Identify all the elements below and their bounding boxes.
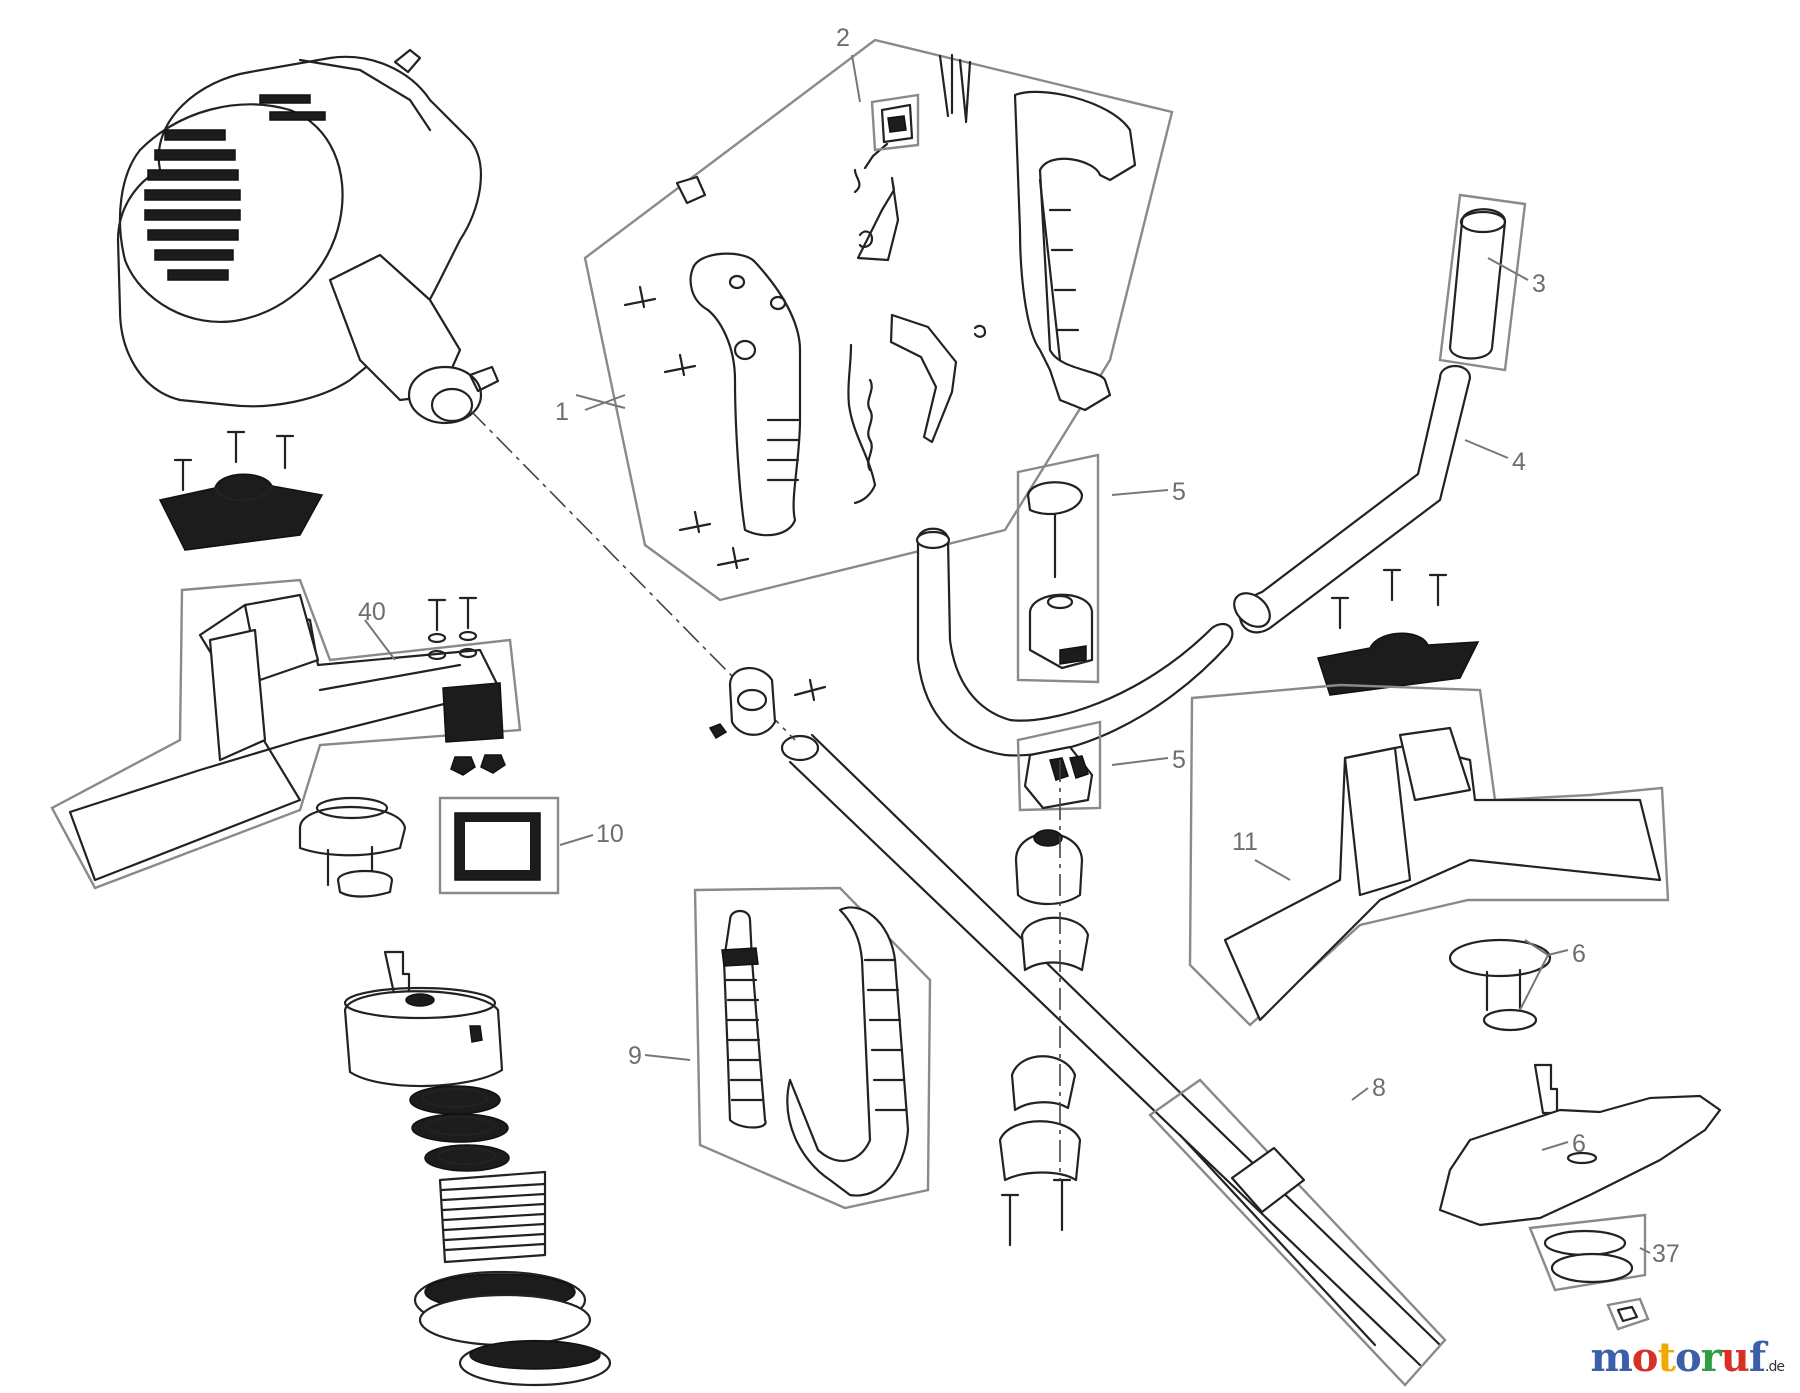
left-trimmer-head-parts: [298, 796, 612, 1387]
callout-40: 40: [358, 598, 386, 626]
callout-10: 10: [596, 820, 624, 848]
part-1-handle-kit: [583, 38, 1174, 602]
part-3-grip: [1438, 193, 1527, 372]
left-clamp-plate: [158, 473, 324, 551]
watermark-tld: .de: [1765, 1359, 1785, 1375]
part-5-lower-clamp: [1016, 720, 1102, 812]
part-2-switch: [870, 53, 972, 152]
part-10-blade-cover: [438, 796, 560, 895]
left-guard-screws: [427, 596, 506, 776]
watermark-letter: u: [1720, 1334, 1750, 1381]
handle-screws: [623, 285, 750, 570]
part-9-harness: [693, 886, 932, 1210]
callout-4: 4: [1512, 448, 1526, 476]
left-handlebar: [915, 527, 1234, 757]
callout-11: 11: [1232, 828, 1258, 856]
watermark-letter: r: [1700, 1334, 1722, 1381]
callout-1: 1: [555, 398, 569, 426]
shaft-clamp: [708, 667, 827, 740]
engine-mount-screws: [173, 430, 295, 492]
callout-3: 3: [1532, 270, 1546, 298]
callout-37: 37: [1652, 1240, 1680, 1268]
callout-6-lower: 6: [1572, 1130, 1586, 1158]
watermark-letter: o: [1674, 1334, 1702, 1381]
blade: [1438, 1094, 1722, 1227]
callout-5-lower: 5: [1172, 746, 1186, 774]
callout-2: 2: [836, 24, 850, 52]
part-37-nut-assembly: [1528, 1213, 1650, 1331]
part-5-knob-clamp: [1016, 453, 1100, 684]
drive-shaft: [780, 733, 1447, 1387]
part-4-right-handlebar: [1233, 364, 1472, 634]
leader-lines: [364, 54, 1651, 1254]
watermark-letter: t: [1657, 1334, 1676, 1381]
callout-numbers: 1 2 3 4 5 5 6 6 8 9 10 11 37 40: [358, 24, 1680, 1268]
callout-5-upper: 5: [1172, 478, 1186, 506]
watermark-letter: m: [1590, 1334, 1632, 1381]
watermark-letter: o: [1631, 1334, 1659, 1381]
callout-9: 9: [628, 1042, 642, 1070]
right-handle-clamp: [1317, 568, 1480, 696]
handlebar-clamp-parts: [998, 829, 1090, 1247]
watermark-letters: motoruf: [1590, 1334, 1766, 1381]
motoruf-watermark: motoruf.de: [1590, 1334, 1785, 1381]
left-guard-assembly: [50, 578, 522, 890]
callout-6-upper: 6: [1572, 940, 1586, 968]
watermark-letter: f: [1748, 1334, 1766, 1381]
callout-8: 8: [1372, 1074, 1386, 1102]
part-11-right-guard: [1188, 683, 1670, 1115]
engine-assembly: [116, 48, 500, 425]
engine-cooling-slots: [144, 94, 326, 281]
